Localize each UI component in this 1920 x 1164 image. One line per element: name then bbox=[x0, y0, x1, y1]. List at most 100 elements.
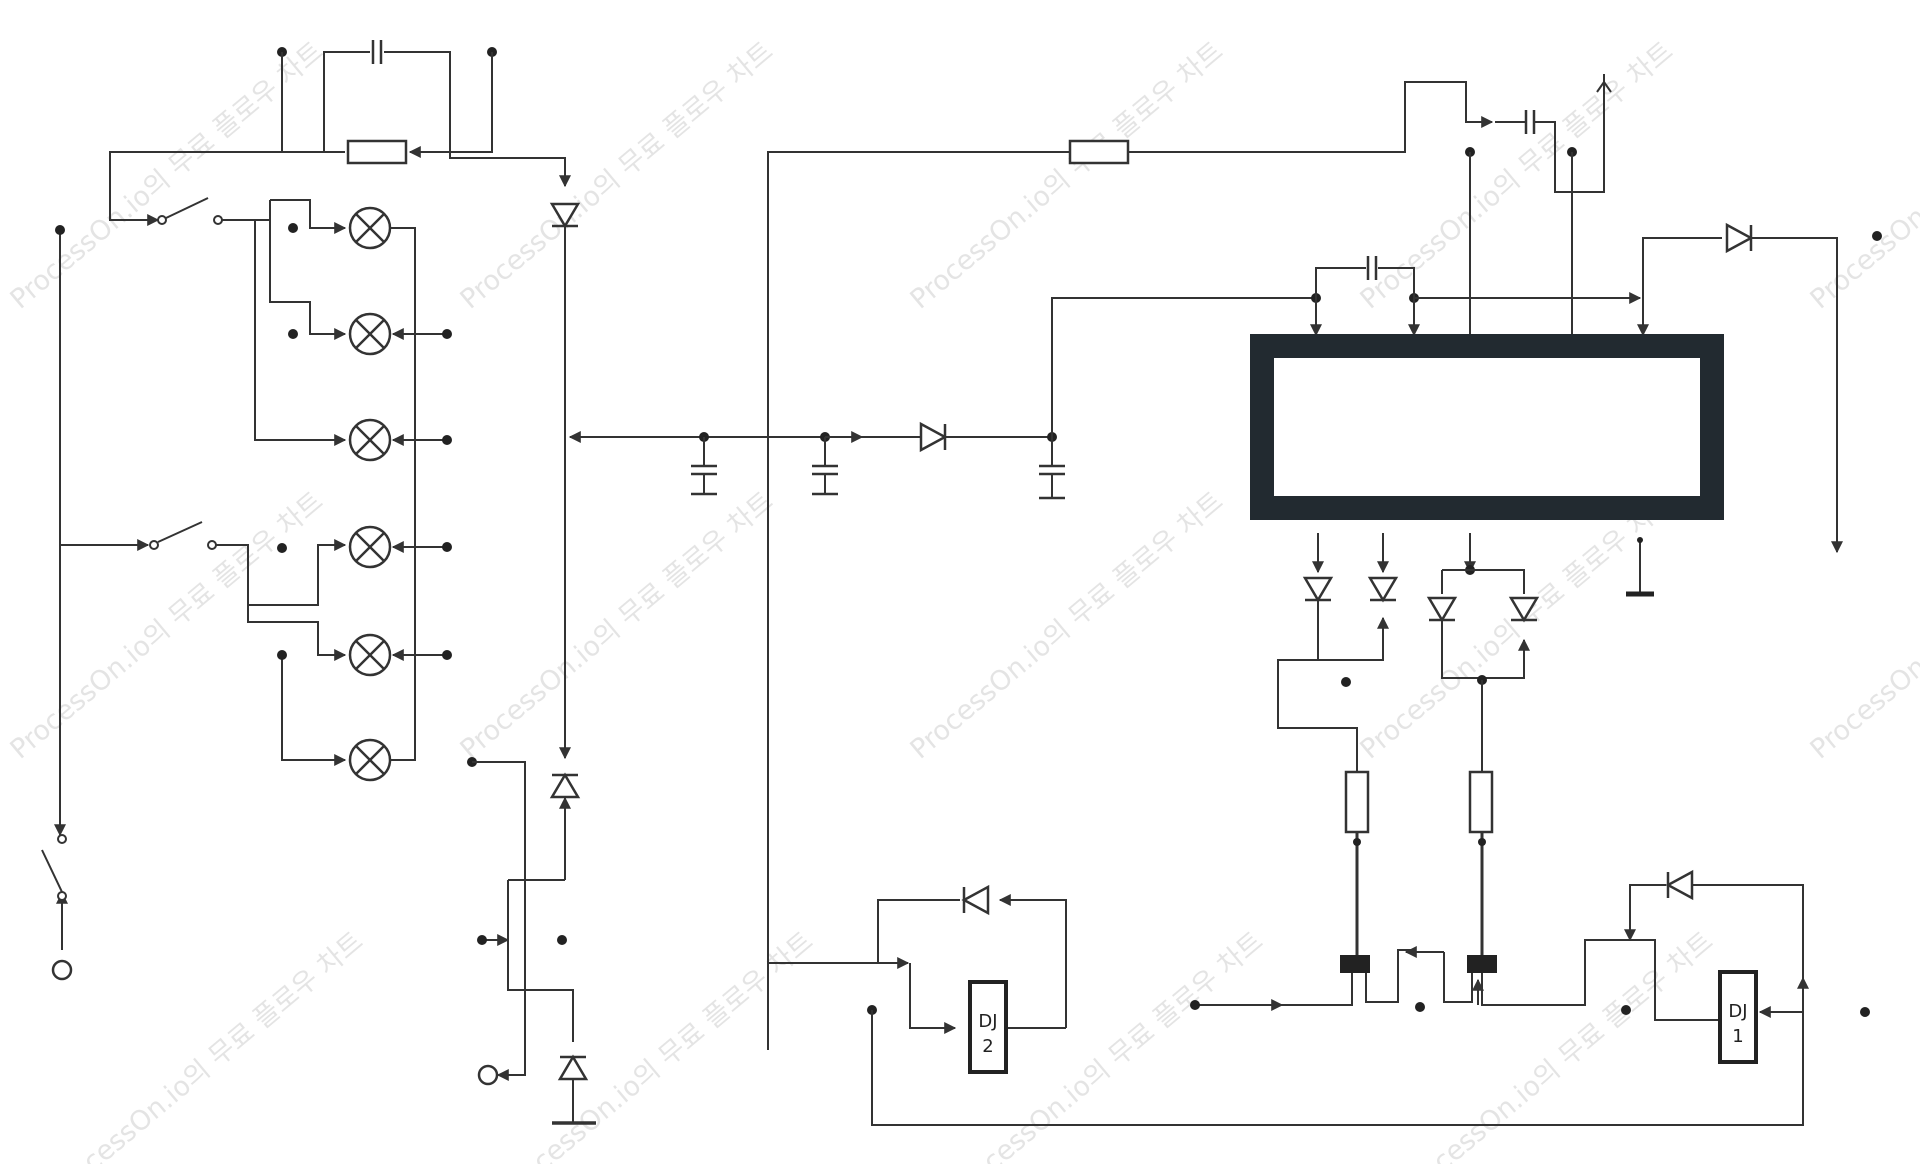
watermark-text: ProcessOn.io의 무료 플로우 차트 bbox=[905, 36, 1230, 315]
watermark-text: ProcessOn.io의 무료 플로우 차트 bbox=[1355, 486, 1680, 765]
capacitor-icon bbox=[689, 464, 719, 476]
junction-dot bbox=[1872, 231, 1882, 241]
diode-icon bbox=[1666, 870, 1694, 900]
junction-dot bbox=[442, 650, 452, 660]
switch-contact bbox=[149, 540, 159, 550]
switch-contact bbox=[57, 834, 67, 844]
relay-dj2-label-top: DJ bbox=[978, 1011, 997, 1032]
watermark-text: ProcessOn.io의 무료 플로우 차트 bbox=[1805, 486, 1920, 765]
lamp-feed-wire bbox=[216, 539, 347, 606]
output-wire bbox=[1751, 237, 1843, 554]
ic-output-wire bbox=[1500, 569, 1525, 594]
contact-wire bbox=[1481, 939, 1720, 1021]
control-wire bbox=[109, 180, 160, 226]
relay-dj1-label-bottom: 1 bbox=[1732, 1026, 1743, 1047]
capacitor-icon bbox=[810, 464, 840, 476]
watermark-text: ProcessOn.io의 무료 플로우 차트 bbox=[1805, 36, 1920, 315]
ic-output-section bbox=[1190, 533, 1720, 1021]
junction-dot bbox=[1637, 537, 1643, 543]
control-wire bbox=[384, 51, 571, 188]
junction-dot bbox=[1860, 1007, 1870, 1017]
lamp-return-wire bbox=[390, 227, 416, 761]
relay-wire bbox=[909, 963, 957, 1034]
contact-wire bbox=[1193, 973, 1353, 1006]
center-bus-section bbox=[467, 202, 1067, 1125]
watermark-text: ProcessOn.io의 무료 플로우 차트 bbox=[45, 926, 370, 1164]
resistor bbox=[1468, 770, 1494, 834]
relay-contact bbox=[1340, 955, 1370, 973]
junction-dot bbox=[477, 935, 487, 945]
diode-icon bbox=[1725, 223, 1753, 253]
lamp-icon bbox=[348, 633, 392, 677]
watermark-text: ProcessOn.io의 무료 플로우 차트 bbox=[1355, 36, 1680, 315]
junction-dot bbox=[442, 435, 452, 445]
upper-wiring-section bbox=[767, 74, 1882, 1050]
junction-dot bbox=[1190, 1000, 1200, 1010]
bus-wire bbox=[472, 761, 526, 1081]
junction-dot bbox=[442, 542, 452, 552]
capacitor-icon bbox=[1037, 464, 1067, 476]
lamp-icon bbox=[348, 312, 392, 356]
junction-dot bbox=[1415, 1002, 1425, 1012]
watermark-text: ProcessOn.io의 무료 플로우 차트 bbox=[455, 36, 780, 315]
switch-contact bbox=[207, 540, 217, 550]
switch-2 bbox=[157, 521, 203, 543]
lamp-icon bbox=[348, 206, 392, 250]
feed-wire bbox=[1051, 297, 1317, 437]
lamp-feed-wire bbox=[247, 590, 347, 661]
junction-dot bbox=[55, 225, 65, 235]
feed-wire bbox=[1534, 74, 1605, 193]
switch-contact bbox=[213, 215, 223, 225]
junction-dot bbox=[288, 223, 298, 233]
input-terminal-icon bbox=[51, 959, 73, 981]
watermark-text: ProcessOn.io의 무료 플로우 차트 bbox=[5, 36, 330, 315]
watermark-layer: ProcessOn.io의 무료 플로우 차트 ProcessOn.io의 무료… bbox=[5, 36, 1920, 1164]
diode-icon bbox=[1368, 576, 1398, 602]
diode-icon bbox=[1303, 576, 1333, 602]
watermark-text: ProcessOn.io의 무료 플로우 차트 bbox=[495, 926, 820, 1164]
relay-wire bbox=[877, 899, 960, 963]
diode-icon bbox=[919, 422, 947, 452]
diode-icon bbox=[962, 885, 990, 915]
ic-block bbox=[1250, 334, 1724, 520]
relay-return-wire bbox=[871, 980, 1804, 1126]
ic-output-wire bbox=[1318, 616, 1389, 661]
relay-dj2 bbox=[968, 980, 1008, 1074]
junction-dot bbox=[1478, 838, 1486, 846]
relay-wire bbox=[1680, 884, 1804, 1125]
relay-wire bbox=[1624, 884, 1666, 942]
resistor bbox=[1344, 770, 1370, 834]
zener-diode-icon bbox=[550, 773, 580, 799]
antenna-icon bbox=[1596, 80, 1612, 93]
lamp-feed-wire bbox=[281, 655, 347, 766]
relay-dj1-label-top: DJ bbox=[1728, 1001, 1747, 1022]
switch-contact bbox=[157, 215, 167, 225]
lamp-feed-wire bbox=[254, 220, 347, 446]
resistor bbox=[1068, 139, 1130, 165]
lamp-icon bbox=[348, 738, 392, 782]
junction-dot bbox=[277, 543, 287, 553]
potentiometer bbox=[346, 139, 408, 165]
contact-wire bbox=[1365, 949, 1412, 1003]
feed-wire bbox=[767, 151, 1070, 1050]
watermark-text: ProcessOn.io의 무료 플로우 차트 bbox=[905, 486, 1230, 765]
relay-contact bbox=[1467, 955, 1497, 973]
junction-dot bbox=[1621, 1005, 1631, 1015]
junction-dot bbox=[1353, 838, 1361, 846]
control-wire bbox=[109, 151, 345, 180]
feed-wire bbox=[1128, 81, 1494, 153]
lamp-icon bbox=[348, 418, 392, 462]
capacitor-icon bbox=[371, 38, 383, 66]
ic-output-wire bbox=[1277, 600, 1358, 772]
control-wire bbox=[408, 52, 493, 158]
lamp-feed-wire bbox=[270, 199, 347, 234]
junction-dot bbox=[288, 329, 298, 339]
switch-contact bbox=[57, 891, 67, 901]
junction-dot bbox=[277, 650, 287, 660]
diode-icon bbox=[1427, 596, 1457, 622]
relay-dj1-section: DJ 1 bbox=[1624, 870, 1870, 1125]
watermark-text: ProcessOn.io의 무료 플로우 차트 bbox=[455, 486, 780, 765]
lamp-control-section bbox=[41, 38, 571, 981]
switch-1 bbox=[165, 197, 209, 219]
main-switch bbox=[41, 849, 63, 893]
